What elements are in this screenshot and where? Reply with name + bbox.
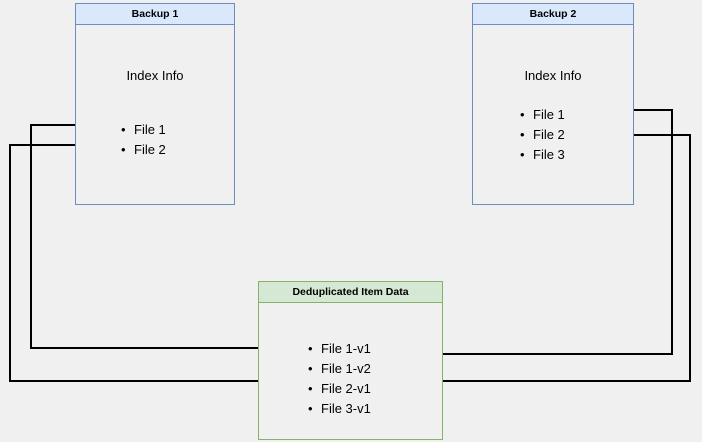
- list-item: File 2: [118, 140, 166, 160]
- backup2-heading: Index Info: [524, 68, 582, 83]
- backup1-heading: Index Info: [126, 68, 184, 83]
- backup2-title: Backup 2: [473, 4, 633, 25]
- list-item: File 3-v1: [305, 399, 371, 419]
- backup2-box: Backup 2 Index Info File 1 File 2 File 3: [472, 3, 634, 205]
- list-item: File 1-v1: [305, 339, 371, 359]
- dedup-body: File 1-v1 File 1-v2 File 2-v1 File 3-v1: [259, 303, 442, 439]
- list-item: File 1: [118, 120, 166, 140]
- backup2-file-list: File 1 File 2 File 3: [517, 105, 565, 165]
- dedup-file-list: File 1-v1 File 1-v2 File 2-v1 File 3-v1: [305, 339, 371, 419]
- list-item: File 1: [517, 105, 565, 125]
- dedup-title: Deduplicated Item Data: [259, 282, 442, 303]
- list-item: File 3: [517, 145, 565, 165]
- backup1-title: Backup 1: [76, 4, 234, 25]
- list-item: File 1-v2: [305, 359, 371, 379]
- backup1-file-list: File 1 File 2: [118, 120, 166, 160]
- backup2-body: Index Info File 1 File 2 File 3: [473, 25, 633, 204]
- backup1-body: Index Info File 1 File 2: [76, 25, 234, 204]
- list-item: File 2-v1: [305, 379, 371, 399]
- backup1-box: Backup 1 Index Info File 1 File 2: [75, 3, 235, 205]
- dedup-box: Deduplicated Item Data File 1-v1 File 1-…: [258, 281, 443, 440]
- list-item: File 2: [517, 125, 565, 145]
